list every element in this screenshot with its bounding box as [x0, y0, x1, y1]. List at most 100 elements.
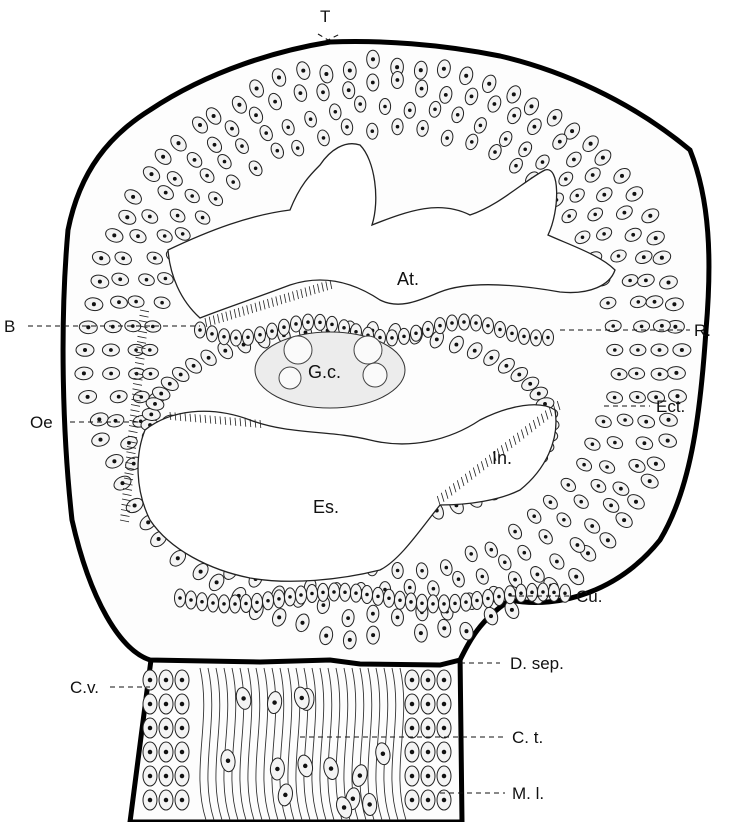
cell-nucleus [318, 321, 322, 325]
cell-nucleus [409, 600, 413, 604]
cell-nucleus [474, 321, 478, 325]
cell-nucleus [301, 69, 305, 73]
cell-nucleus [642, 255, 646, 259]
label-ganglion: G.c. [308, 362, 341, 382]
cell-nucleus [164, 750, 168, 754]
cell-nucleus [579, 500, 583, 504]
cell-nucleus [402, 335, 406, 339]
cell-nucleus [442, 702, 446, 706]
cell-nucleus [376, 595, 380, 599]
cell-nucleus [273, 100, 277, 104]
cell-nucleus [503, 561, 507, 565]
cell-nucleus [148, 702, 152, 706]
cell-nucleus [334, 110, 338, 114]
cell-nucleus [464, 600, 468, 604]
cell-nucleus [617, 372, 621, 376]
cell-nucleus [631, 233, 635, 237]
cell-nucleus [299, 593, 303, 597]
cell-nucleus [347, 88, 351, 92]
cell-nucleus [222, 602, 226, 606]
cell-nucleus [654, 462, 658, 466]
cell-nucleus [180, 750, 184, 754]
cell-nucleus [180, 798, 184, 802]
cell-nucleus [112, 459, 116, 463]
cell-nucleus [519, 592, 523, 596]
cell-nucleus [493, 150, 497, 154]
cell-nucleus [419, 68, 423, 72]
cell-nucleus [654, 236, 658, 240]
cell-nucleus [149, 172, 153, 176]
cell-nucleus [148, 726, 152, 730]
cell-nucleus [602, 420, 606, 424]
cell-nucleus [324, 634, 328, 638]
cell-nucleus [591, 442, 595, 446]
cell-nucleus [513, 578, 517, 582]
cell-nucleus [426, 798, 430, 802]
cell-nucleus [546, 336, 550, 340]
cell-nucleus [602, 232, 606, 236]
cell-nucleus [201, 216, 205, 220]
cell-nucleus [421, 127, 425, 131]
cell-nucleus [189, 598, 193, 602]
cell-nucleus [479, 124, 483, 128]
cell-nucleus [481, 575, 485, 579]
cell-nucleus [673, 325, 677, 329]
cell-nucleus [160, 301, 164, 305]
cell-nucleus [590, 524, 594, 528]
cell-nucleus [298, 91, 302, 95]
cell-nucleus [149, 412, 153, 416]
cell-nucleus [636, 395, 640, 399]
cell-nucleus [233, 602, 237, 606]
cell-nucleus [613, 441, 617, 445]
cell-nucleus [504, 137, 508, 141]
cell-nucleus [131, 195, 135, 199]
cell-nucleus [244, 602, 248, 606]
cell-nucleus [246, 336, 250, 340]
cell-nucleus [112, 233, 116, 237]
cell-nucleus [387, 597, 391, 601]
cell-nucleus [395, 78, 399, 82]
cell-nucleus [433, 108, 437, 112]
cell-nucleus [497, 595, 501, 599]
cell-nucleus [159, 392, 163, 396]
cell-nucleus [564, 177, 568, 181]
cell-nucleus [442, 678, 446, 682]
cell-nucleus [345, 125, 349, 129]
cell-nucleus [528, 382, 532, 386]
cell-nucleus [371, 612, 375, 616]
cell-nucleus [606, 538, 610, 542]
cell-nucleus [367, 802, 371, 806]
cell-nucleus [324, 72, 328, 76]
cell-nucleus [153, 256, 157, 260]
cell-nucleus [444, 93, 448, 97]
cell-nucleus [456, 113, 460, 117]
cell-nucleus [223, 160, 227, 164]
cell-nucleus [371, 81, 375, 85]
cell-nucleus [321, 603, 325, 607]
cell-nucleus [234, 336, 238, 340]
cell-nucleus [240, 144, 244, 148]
cell-nucleus [303, 764, 307, 768]
cell-nucleus [286, 126, 290, 130]
cell-nucleus [470, 94, 474, 98]
cell-nucleus [231, 180, 235, 184]
cell-nucleus [134, 300, 138, 304]
cell-nucleus [426, 328, 430, 332]
cell-nucleus [544, 535, 548, 539]
cell-nucleus [450, 321, 454, 325]
cell-nucleus [426, 702, 430, 706]
cell-nucleus [634, 500, 638, 504]
cell-nucleus [176, 141, 180, 145]
cell-nucleus [601, 156, 605, 160]
cell-nucleus [343, 590, 347, 594]
cell-nucleus [395, 65, 399, 69]
cell-nucleus [611, 324, 615, 328]
cell-nucleus [148, 348, 152, 352]
cell-nucleus [522, 335, 526, 339]
cell-nucleus [653, 300, 657, 304]
cell-nucleus [223, 349, 227, 353]
label-intestine: In. [492, 448, 512, 468]
cell-nucleus [148, 678, 152, 682]
cell-nucleus [420, 87, 424, 91]
